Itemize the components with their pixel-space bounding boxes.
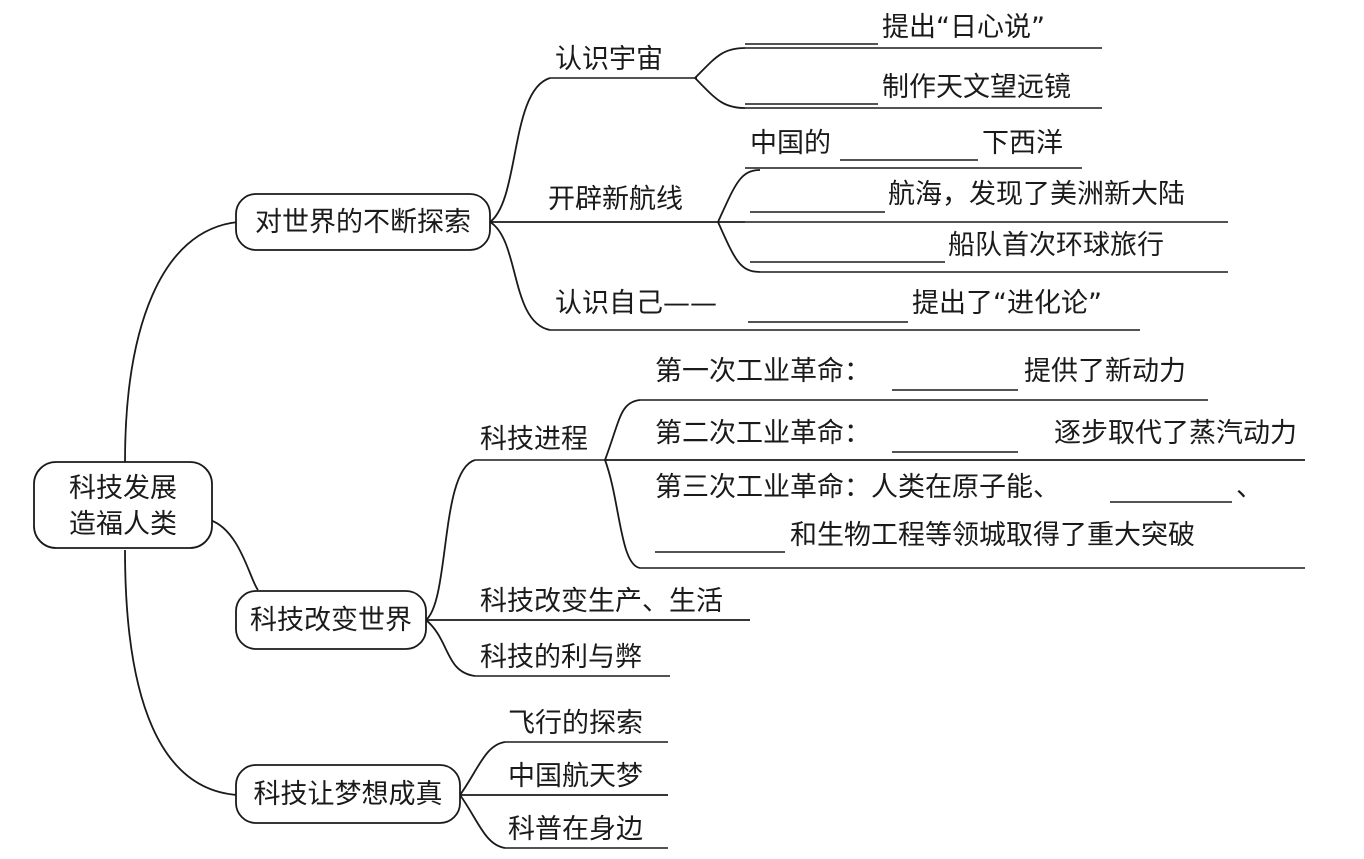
rev1-prefix: 第一次工业革命： (655, 356, 871, 387)
root-connectors (124, 221, 259, 796)
new-routes-label: 开辟新航线 (548, 184, 683, 215)
rev3-prefix: 第三次工业革命：人类在原子能、 (655, 472, 1060, 503)
branch1-connectors (489, 47, 761, 331)
rev2-suffix: 逐步取代了蒸汽动力 (1054, 418, 1297, 449)
branch1-label: 对世界的不断探索 (255, 207, 471, 238)
circumnavigation-item: 船队首次环球旅行 (948, 230, 1164, 261)
know-universe-label: 认识宇宙 (555, 44, 663, 75)
branch1-rules (550, 47, 1228, 331)
branch2-blanks (655, 389, 1232, 553)
branch1-node: 对世界的不断探索 (235, 193, 491, 251)
rev3-line2: 和生物工程等领城取得了重大突破 (790, 520, 1195, 551)
flight-item: 飞行的探索 (508, 708, 643, 739)
branch3-rules (505, 741, 668, 849)
branch2-node: 科技改变世界 (235, 590, 427, 650)
voyage-suffix: 下西洋 (982, 128, 1063, 159)
branch2-rules (475, 399, 1305, 677)
branch3-text: 飞行的探索 中国航天梦 科普在身边 (508, 708, 643, 845)
rev1-suffix: 提供了新动力 (1024, 356, 1186, 387)
evolution-item: 提出了“进化论” (912, 288, 1102, 319)
branch2-text: 科技进程 第一次工业革命： 提供了新动力 第二次工业革命： 逐步取代了蒸汽动力 … (480, 356, 1297, 673)
branch2-connectors (425, 399, 1305, 677)
root-line1: 科技发展 (69, 473, 177, 504)
rev2-prefix: 第二次工业革命： (655, 418, 871, 449)
space-dream-item: 中国航天梦 (508, 761, 643, 792)
change-life-item: 科技改变生产、生活 (480, 586, 723, 617)
root-line2: 造福人类 (69, 509, 177, 540)
voyage-prefix: 中国的 (750, 128, 831, 159)
branch3-node: 科技让梦想成真 (235, 764, 461, 824)
heliocentric-item: 提出“日心说” (882, 12, 1045, 43)
tech-progress-label: 科技进程 (480, 424, 588, 455)
branch1-text: 认识宇宙 提出“日心说” 制作天文望远镜 开辟新航线 中国的 下西洋 航海，发现… (548, 12, 1185, 319)
rev3-mid: 、 (1236, 472, 1263, 503)
america-item: 航海，发现了美洲新大陆 (888, 179, 1185, 210)
know-self-label: 认识自己—— (555, 288, 717, 319)
branch3-label: 科技让梦想成真 (254, 779, 443, 810)
branch1-blanks (745, 43, 978, 323)
branch2-label: 科技改变世界 (250, 605, 412, 636)
root-node: 科技发展 造福人类 (33, 461, 213, 549)
branch3-connectors (459, 741, 668, 849)
science-popularization-item: 科普在身边 (508, 814, 643, 845)
pros-cons-item: 科技的利与弊 (480, 642, 642, 673)
telescope-item: 制作天文望远镜 (882, 72, 1071, 103)
